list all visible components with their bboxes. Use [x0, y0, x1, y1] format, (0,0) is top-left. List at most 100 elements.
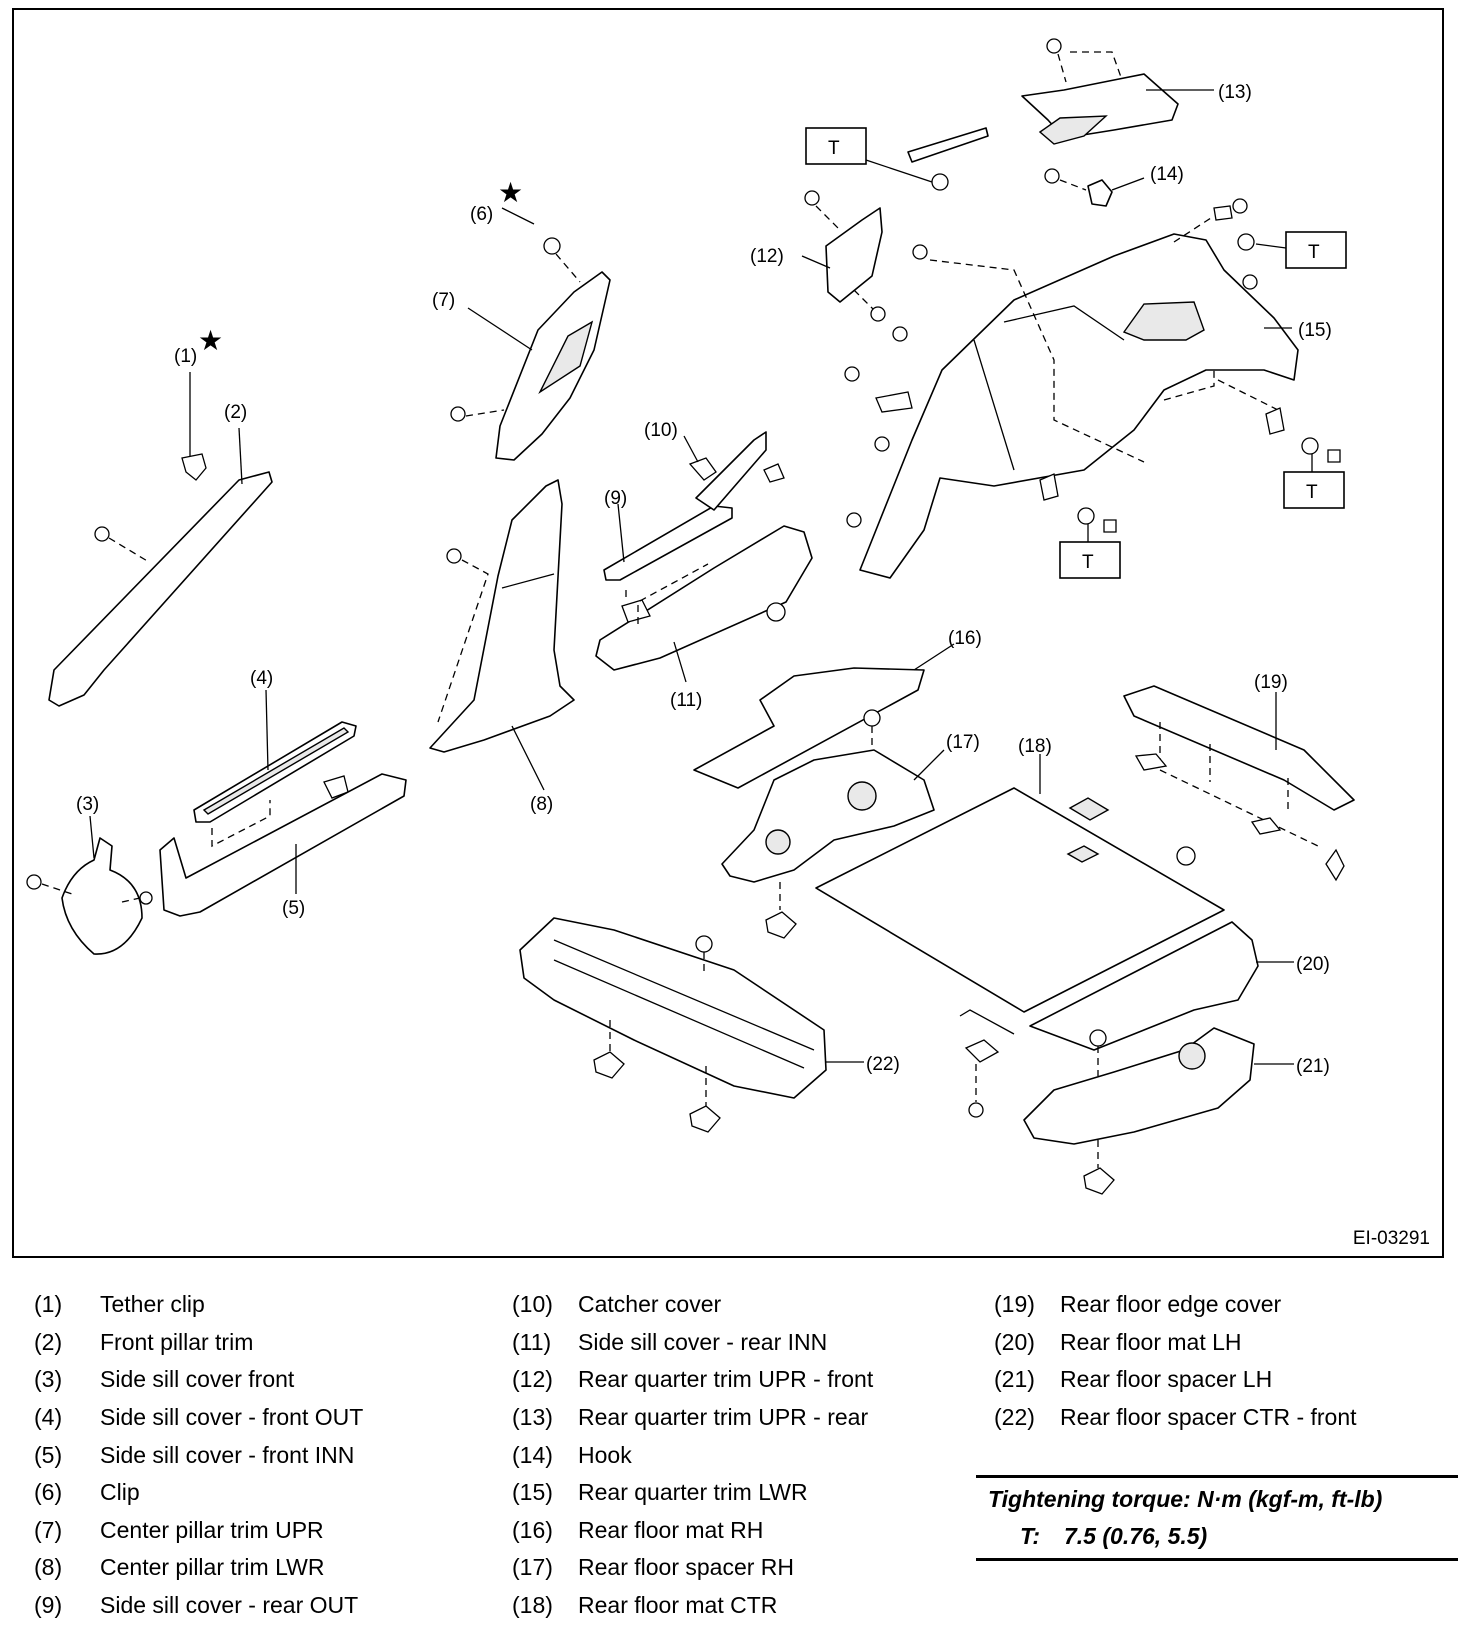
- leader-2: [238, 427, 243, 485]
- legend-item: (4)Side sill cover - front OUT: [34, 1399, 363, 1437]
- rear-quarter-upr-rear-group: [1021, 38, 1214, 145]
- leader-17: [913, 749, 945, 781]
- rear-floor-spacer-lh-hole: [1178, 1042, 1206, 1070]
- rear-quarter-upr-front-guide: [815, 205, 875, 311]
- legend-number: (3): [34, 1366, 63, 1393]
- rear-quarter-lwr-clip-4: [874, 436, 890, 452]
- rear-floor-spacer-rh-foot: [765, 911, 797, 939]
- side-sill-front-clip-2: [139, 891, 153, 905]
- legend-number: (17): [512, 1554, 553, 1581]
- center-pillar-clip: [543, 237, 561, 255]
- center-pillar-upper-group: ★: [450, 177, 611, 461]
- legend-number: (18): [512, 1592, 553, 1619]
- legend-text: Center pillar trim UPR: [100, 1516, 324, 1543]
- callout-15: (15): [1298, 320, 1332, 341]
- rear-sill-group: [595, 431, 813, 683]
- leader-6: [501, 207, 535, 225]
- side-sill-cover-front-group: [26, 815, 153, 955]
- legend-item: (5)Side sill cover - front INN: [34, 1436, 363, 1474]
- center-pillar-upr-guide: [465, 409, 505, 417]
- torque-box-bottom: [1059, 541, 1121, 579]
- legend-item: (16)Rear floor mat RH: [512, 1512, 873, 1550]
- legend-text: Catcher cover: [578, 1291, 722, 1318]
- legend-text: Hook: [578, 1441, 632, 1468]
- legend-text: Rear floor mat RH: [578, 1516, 764, 1543]
- legend-item: (17) Rear floor spacer RH: [512, 1549, 873, 1587]
- rear-quarter-lwr-retainer: [1265, 407, 1285, 435]
- callout-16: (16): [948, 628, 982, 649]
- legend-item: (14)Hook: [512, 1436, 873, 1474]
- star-6: ★: [498, 177, 523, 208]
- legend-text: Clip: [100, 1479, 140, 1506]
- torque-box-top: [805, 127, 867, 165]
- torque-bracket-top: [907, 127, 989, 163]
- legend-text: Rear quarter trim UPR - front: [578, 1366, 874, 1393]
- center-pillar-lwr-guide: [437, 559, 489, 723]
- center-pillar-upr-panel: [538, 320, 594, 394]
- callout-5: (5): [282, 898, 305, 919]
- callout-19: (19): [1254, 672, 1288, 693]
- rear-floor-mat-ctr: [815, 787, 1225, 1013]
- torque-box-top-leader: [865, 159, 933, 183]
- legend-text: Rear floor mat LH: [1060, 1328, 1242, 1355]
- rear-floor-spacer-ctr-front: [519, 917, 827, 1099]
- legend-text: Rear floor spacer CTR - front: [1060, 1404, 1357, 1431]
- legend-text: Rear floor mat CTR: [578, 1592, 778, 1619]
- legend-number: (7): [34, 1516, 63, 1543]
- legend-text: Side sill cover - rear INN: [578, 1328, 828, 1355]
- callout-11: (11): [670, 690, 702, 711]
- tether-clip: [181, 453, 207, 481]
- callout-labels: (1) ★ (2) (3) (4) (5) (6) (7) (8) (9) (1…: [76, 82, 1332, 1077]
- hook: [1087, 179, 1113, 207]
- torque-box-right-upper: [1285, 231, 1347, 269]
- legend-column-2: (10) Catcher cover (11)Side sill cover - …: [512, 1286, 873, 1624]
- torque-bolt-right-lower: [1301, 437, 1319, 455]
- legend-column-3: (19)Rear floor edge cover (20)Rear floor…: [994, 1286, 1357, 1436]
- legend-number: (13): [512, 1404, 553, 1431]
- floor-hook-bracket: [964, 1039, 1000, 1063]
- rear-quarter-lwr-clip-3: [844, 366, 860, 382]
- legend-item: (9)Side sill cover - rear OUT: [34, 1587, 363, 1625]
- rear-floor-spacer-ctr-guide: [609, 952, 707, 1110]
- torque-bolt-bottom: [1077, 507, 1095, 525]
- leader-9: [617, 503, 625, 563]
- legend-text: Rear floor spacer RH: [578, 1554, 795, 1581]
- rear-quarter-lwr-clip-6: [1242, 274, 1258, 290]
- rear-floor-spacer-rh-hole: [847, 781, 877, 811]
- center-pillar-clip-guide: [555, 253, 581, 283]
- callout-10: (10): [644, 420, 678, 441]
- spacer-ctr-rail: [553, 939, 815, 1069]
- hook-guide: [1059, 179, 1087, 191]
- legend-item: (11)Side sill cover - rear INN: [512, 1324, 873, 1362]
- legend-number: (19): [994, 1291, 1035, 1318]
- center-pillar-upr-clip: [450, 406, 466, 422]
- callout-13: (13): [1218, 82, 1252, 103]
- rear-floor-spacer-lh-pin: [1089, 1029, 1107, 1047]
- legend-item: (22)Rear floor spacer CTR - front: [994, 1399, 1357, 1437]
- torque-box-right-upper-leader: [1255, 243, 1287, 249]
- rear-floor-edge-cover-guide: [1159, 722, 1319, 847]
- legend-item: (15)Rear quarter trim LWR: [512, 1474, 873, 1512]
- legend-number: (10): [512, 1291, 553, 1318]
- catcher-clip: [763, 463, 785, 483]
- rear-floor-mat-rh: [693, 667, 925, 789]
- torque-box-right-upper-label: T: [1308, 242, 1320, 263]
- torque-title: Tightening torque: N·m (kgf-m, ft-lb): [988, 1486, 1383, 1512]
- side-sill-cover-front-inn-group: [159, 773, 407, 917]
- callout-9: (9): [604, 488, 627, 509]
- side-sill-cover-front-inn: [159, 773, 407, 917]
- hook-group: [1044, 168, 1145, 207]
- exploded-parts-diagram: ★ T: [26, 38, 1355, 1195]
- callout-17: (17): [946, 732, 980, 753]
- callout-1: (1): [174, 346, 197, 367]
- rear-floor-mat-ctr-grommet: [1068, 797, 1110, 821]
- rear-floor-mat-ctr-flap: [1066, 845, 1100, 863]
- rear-sill-guide: [625, 563, 709, 624]
- legend-number: (9): [34, 1592, 63, 1619]
- diagram-frame: ★ T: [12, 8, 1444, 1258]
- rear-floor-mat-lh: [1029, 921, 1259, 1051]
- torque-bolt-top-head: [931, 173, 949, 191]
- rear-floor-edge-clip-2: [1250, 817, 1282, 835]
- rear-floor-spacer-lh: [1023, 1027, 1255, 1145]
- legend-text: Side sill cover - front INN: [100, 1441, 355, 1468]
